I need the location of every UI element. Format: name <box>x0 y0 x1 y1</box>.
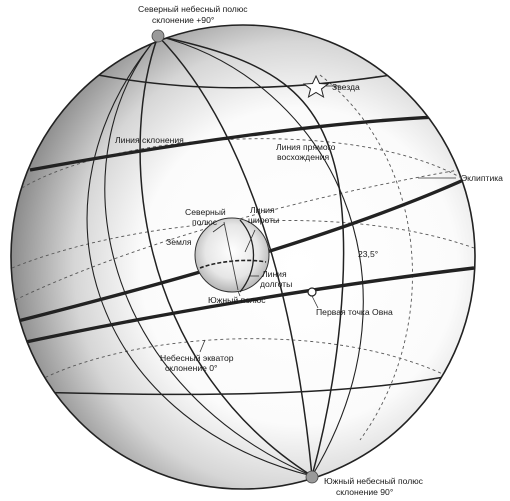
celestial-equator-label-1: Небесный экватор <box>160 353 234 363</box>
aries-leader <box>311 295 319 309</box>
earth-latitude-line <box>199 259 267 269</box>
upper-declination-circle <box>97 71 411 89</box>
equator-leader <box>199 339 206 353</box>
declination-line-label: Линия склонения <box>115 135 184 145</box>
meridian-line-5 <box>86 35 313 477</box>
meridian-back-line <box>319 74 413 441</box>
lower-declination-line <box>21 371 471 396</box>
celestial-equator-line <box>11 266 475 347</box>
north-celestial-pole-marker <box>151 29 165 43</box>
right-ascension-label-2: восхождения <box>277 152 330 162</box>
first-point-aries-label: Первая точка Овна <box>316 307 393 317</box>
earth-globe <box>194 217 270 293</box>
earth-north-pole-label-2: полюс <box>192 217 218 227</box>
latitude-label-1: Линия <box>250 205 275 215</box>
meridian-line-2 <box>157 35 313 477</box>
north-pole-label-1: Северный небесный полюс <box>138 4 248 14</box>
star-marker <box>302 74 330 99</box>
meridian-line-3 <box>157 35 364 477</box>
latitude-back-line <box>39 338 456 381</box>
right-ascension-label-1: Линия прямого <box>276 142 336 152</box>
earth-label: Земля <box>166 237 192 247</box>
declination-back-line <box>21 138 466 189</box>
meridian-line-4 <box>104 35 313 477</box>
longitude-label-2: долготы <box>260 279 292 289</box>
ecliptic-label: Эклиптика <box>461 173 503 183</box>
north-pole-label-2: склонение +90° <box>152 15 214 25</box>
earth-north-leader <box>212 223 225 233</box>
celestial-equator-label-2: склонение 0° <box>165 363 218 373</box>
latitude-leader <box>244 229 256 253</box>
earth-longitude-line <box>239 219 255 293</box>
ecliptic-back-line <box>14 167 471 301</box>
obliquity-label: 23,5° <box>358 249 378 259</box>
star-label: Звезда <box>332 82 360 92</box>
earth-north-pole-label-1: Северный <box>185 207 226 217</box>
latitude-label-2: широты <box>248 215 279 225</box>
south-pole-label-2: склонение 90° <box>336 487 393 497</box>
right-ascension-line <box>157 35 345 477</box>
earth-south-leader <box>237 290 241 297</box>
longitude-label-1: Линия <box>262 269 287 279</box>
meridian-line-1 <box>139 35 313 477</box>
south-celestial-pole-marker <box>305 470 319 484</box>
south-pole-label-1: Южный небесный полюс <box>324 476 424 486</box>
earth-south-pole-label: Южный полюс <box>208 295 266 305</box>
declination-line <box>29 114 471 172</box>
earth-axis <box>223 221 239 291</box>
first-point-aries-marker <box>307 287 317 297</box>
